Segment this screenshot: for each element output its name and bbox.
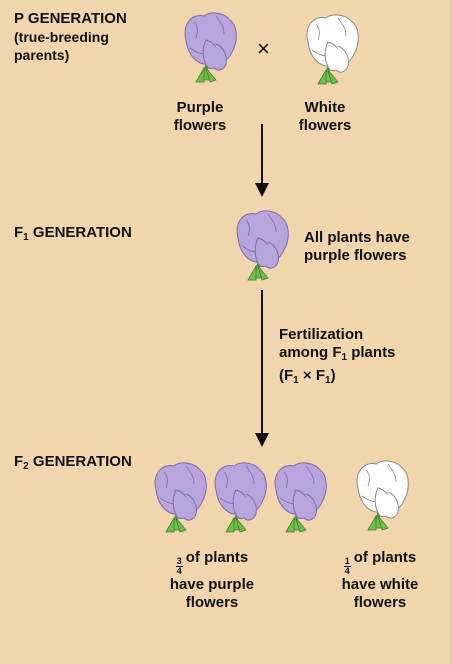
arrow-f1-to-f2-head [255,433,269,447]
arrow-p-to-f1-head [255,183,269,197]
